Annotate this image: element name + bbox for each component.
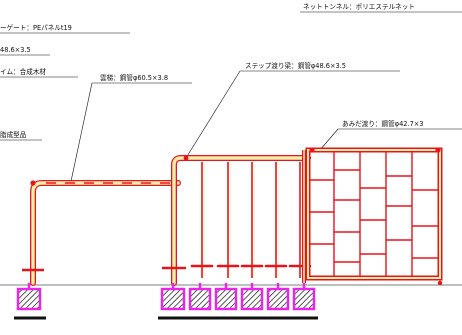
amida-grid <box>310 152 438 276</box>
step-bridge-frame <box>162 155 312 286</box>
annotation-text: 脂成型品 <box>0 130 27 139</box>
annotation-pipe-left: 48.6×3.5 <box>0 46 50 56</box>
footing <box>14 287 46 320</box>
step-poles <box>201 162 301 278</box>
annotation-net-bridge: あみだ渡り：鋼管φ42.7×3 <box>319 119 462 151</box>
leader-line <box>185 70 241 159</box>
annotation-text: ステップ渡り梁：鋼管φ48.6×3.5 <box>245 61 346 70</box>
annotation-net-tunnel: ネットトンネル：ポリエステルネット <box>300 3 462 13</box>
footing <box>238 287 266 320</box>
annotation-text: 雲梯：鋼管φ60.5×3.8 <box>100 73 168 82</box>
joint <box>30 180 36 186</box>
annotation-gate: ーゲート：PEパネルt19 <box>0 23 130 34</box>
annotation-step-beam: ステップ渡り梁：鋼管φ48.6×3.5 <box>185 61 400 159</box>
footing <box>158 287 190 320</box>
annotation-text: イム：合成木材 <box>0 67 46 76</box>
annotation-resin: 脂成型品 <box>0 130 42 141</box>
footing <box>264 287 292 320</box>
leader-line <box>69 82 93 187</box>
annotation-frame: イム：合成木材 <box>0 67 78 78</box>
leader-line <box>319 128 339 151</box>
net-bridge-frame <box>302 147 443 286</box>
monkey-bars-frame <box>22 180 181 286</box>
footing <box>186 287 214 320</box>
annotation-text: ネットトンネル：ポリエステルネット <box>303 3 415 11</box>
annotation-monkey-bars: 雲梯：鋼管φ60.5×3.8 <box>69 73 192 187</box>
joint <box>183 155 189 161</box>
annotation-text: 48.6×3.5 <box>0 46 31 54</box>
footing <box>212 287 240 320</box>
footings <box>14 283 318 320</box>
annotation-text: ーゲート：PEパネルt19 <box>0 23 72 32</box>
annotation-text: あみだ渡り：鋼管φ42.7×3 <box>342 119 424 128</box>
footing <box>290 287 318 320</box>
